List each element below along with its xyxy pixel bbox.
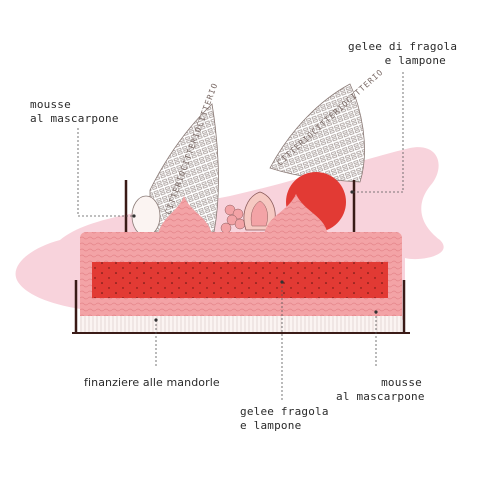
leader-lines — [77, 72, 404, 400]
label-line: al mascarpone — [336, 390, 425, 403]
finanziere-base — [80, 316, 402, 332]
label-line: gelee di fragola — [348, 40, 458, 53]
label-line: e lampone — [240, 419, 302, 432]
label-line: e lampone — [384, 54, 446, 67]
wafer-left — [149, 103, 219, 233]
mousse-dollop-right — [264, 194, 328, 236]
label-gelee-di-fragola: gelee di fragola e lampone — [348, 40, 458, 68]
mousse-dollop-left — [158, 196, 212, 236]
leader-dots — [132, 190, 378, 322]
label-mousse-top: mousse al mascarpone — [30, 98, 119, 126]
strawberry-half-inner — [250, 200, 268, 227]
label-line: mousse — [381, 376, 422, 389]
label-line: finanziere alle mandorle — [84, 376, 220, 389]
label-finanziere: finanziere alle mandorle — [84, 376, 220, 390]
label-gelee-fragola: gelee fragola e lampone — [240, 405, 329, 433]
label-line: al mascarpone — [30, 112, 119, 125]
raspberry — [220, 204, 246, 234]
gelee-layer — [92, 262, 388, 298]
strawberry-slice-left — [131, 195, 161, 237]
label-mousse-bottom: mousse al mascarpone — [336, 376, 425, 404]
label-line: gelee fragola — [240, 405, 329, 418]
label-line: mousse — [30, 98, 71, 111]
